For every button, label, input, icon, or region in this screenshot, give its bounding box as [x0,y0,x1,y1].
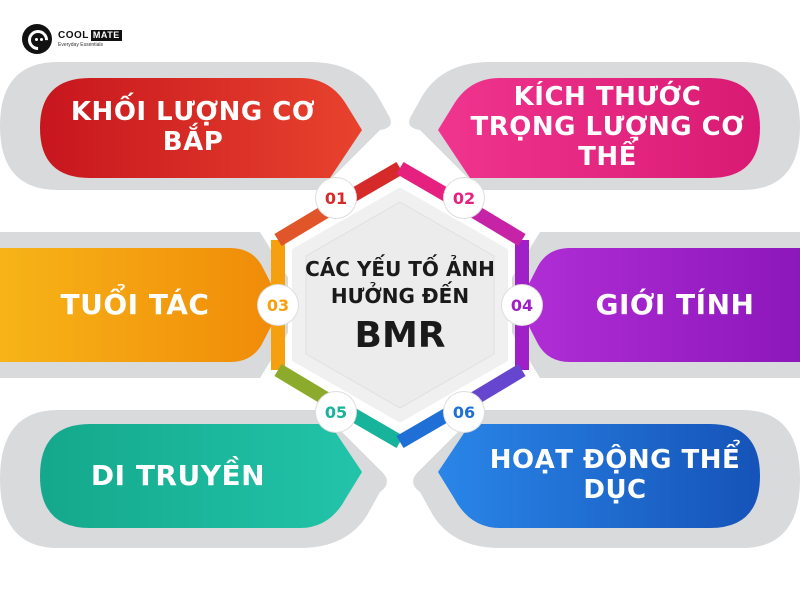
factor-label-02: KÍCH THƯỚC TRỌNG LƯỢNG CƠ THỂ [460,80,755,176]
brand-accent: MATE [90,30,122,41]
factor-05-line1: DI TRUYỀN [90,458,266,492]
pill-06 [438,424,760,528]
center-title-bmr: BMR [354,315,446,357]
badge-05: 05 [316,392,356,432]
pill-05 [40,424,362,528]
factor-02-line2: TRỌNG LƯỢNG CƠ THỂ [470,112,745,172]
brand-logo: COOL MATE Everyday Essentials [22,24,122,54]
badge-02: 02 [444,178,484,218]
factor-label-03: TUỔI TÁC [20,250,250,360]
center-hexagon-inner [305,201,495,409]
factor-02-line1: KÍCH THƯỚC [513,82,702,113]
badge-01: 01 [316,178,356,218]
badge-03: 03 [258,285,298,325]
pill-03 [0,248,282,362]
factor-06-line1: HOẠT ĐỘNG THỂ DỤC [489,445,741,505]
coolmate-logo-icon [22,24,52,54]
brand-name: COOL [58,29,89,41]
pill-04 [518,248,800,362]
center-title-line2: HƯỞNG ĐẾN [330,284,470,309]
center-title-line1: CÁC YẾU TỐ ẢNH [305,257,495,282]
badge-06: 06 [444,392,484,432]
brand-tagline: Everyday Essentials [58,42,104,48]
pill-01 [40,78,362,178]
factor-label-05: DI TRUYỀN [48,426,308,526]
logo-text: COOL MATE Everyday Essentials [58,30,122,48]
center-title: CÁC YẾU TỐ ẢNH HƯỞNG ĐẾN BMR [305,232,495,382]
badge-04: 04 [502,285,542,325]
factor-01-line1: KHỐI LƯỢNG CƠ BẮP [70,97,316,157]
factor-04-line1: GIỚI TÍNH [595,287,755,321]
factor-03-line1: TUỔI TÁC [60,287,210,321]
factor-label-01: KHỐI LƯỢNG CƠ BẮP [48,80,338,176]
factor-label-06: HOẠT ĐỘNG THỂ DỤC [470,426,760,526]
pill-02 [438,78,760,178]
factor-label-04: GIỚI TÍNH [555,250,795,360]
